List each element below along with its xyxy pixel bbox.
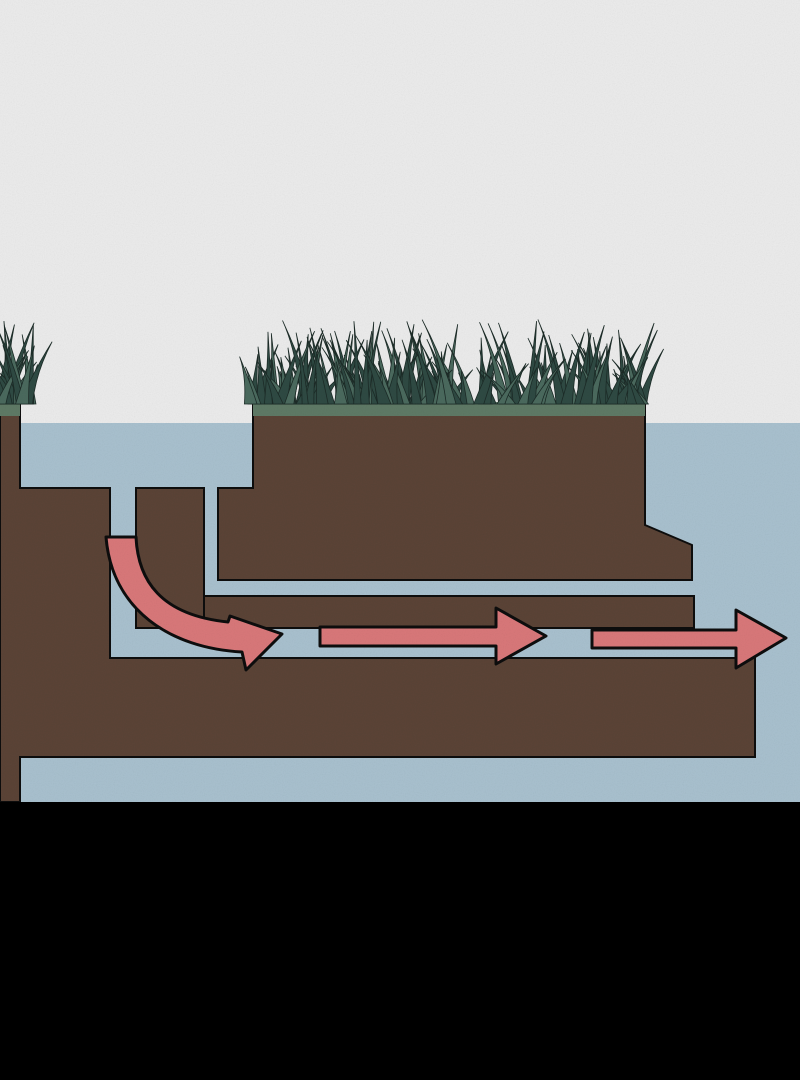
- grass-blade: [479, 322, 511, 405]
- grass-blade: [421, 319, 457, 405]
- straight-flow-arrow-icon: [590, 608, 788, 670]
- grass-blade: [605, 367, 625, 405]
- grass-base-strip: [253, 402, 645, 416]
- grass-blade: [383, 351, 401, 405]
- grass-blade: [0, 333, 25, 405]
- grass-blade: [625, 373, 638, 405]
- grass-blade: [560, 331, 585, 405]
- straight-flow-arrow-icon: [318, 606, 548, 666]
- bottom-black-band: [0, 802, 800, 1080]
- grass-blade: [333, 361, 348, 405]
- grass-blade: [239, 356, 258, 405]
- grass-blade: [283, 330, 315, 405]
- curved-flow-arrow-icon: [104, 535, 284, 672]
- grass-blade: [329, 339, 356, 405]
- grass-blade: [401, 339, 423, 405]
- grass-blade: [483, 372, 495, 405]
- grass-blade: [459, 371, 468, 405]
- grass-blade: [353, 321, 362, 405]
- grass-blade: [303, 347, 319, 405]
- grass-blade: [14, 345, 35, 405]
- grass-blade: [256, 361, 284, 405]
- grass-blade: [496, 363, 530, 405]
- grass-tuft-icon: [239, 319, 664, 405]
- grass-blade: [355, 335, 392, 405]
- grass-blade: [407, 326, 438, 405]
- grass-blade: [579, 324, 605, 405]
- grass-blade: [517, 367, 538, 405]
- lower-soil-shelf: [203, 595, 695, 629]
- grass-blade: [395, 324, 415, 405]
- grass-blade: [530, 358, 567, 405]
- grass-blade: [295, 332, 309, 405]
- left-grass-tuft-icon: [0, 321, 53, 405]
- grass-blade: [500, 343, 522, 405]
- upper-soil-block: [217, 403, 693, 581]
- grass-blade: [309, 327, 329, 405]
- left-grass-base-strip: [0, 402, 20, 416]
- grass-blade: [0, 350, 29, 405]
